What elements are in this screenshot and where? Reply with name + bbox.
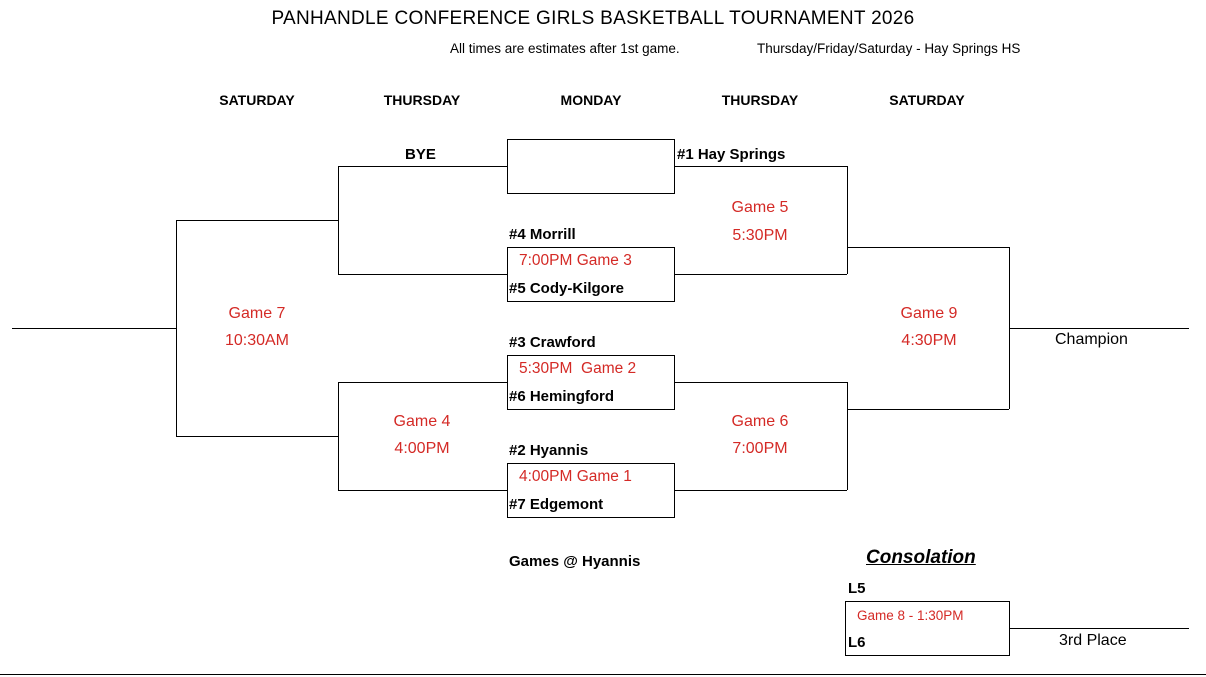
third-place-label: 3rd Place — [1059, 632, 1127, 649]
game4-bracket — [338, 382, 339, 490]
team-seed1: #1 Hay Springs — [677, 146, 786, 163]
game9-time: 4:30PM — [901, 332, 957, 349]
consolation-l5: L5 — [848, 580, 866, 597]
game6-bracket — [847, 382, 848, 490]
team-seed3: #3 Crawford — [509, 334, 596, 351]
connector-line — [338, 274, 507, 275]
game7-label: Game 7 — [228, 305, 286, 322]
connector-line — [675, 166, 847, 167]
day-header-saturday-left: SATURDAY — [219, 92, 295, 108]
team-seed5: #5 Cody-Kilgore — [509, 280, 625, 297]
connector-line — [176, 436, 338, 437]
game8-label: Game 8 - 1:30PM — [857, 608, 964, 623]
game5-label: Game 5 — [731, 199, 789, 216]
game5-time: 5:30PM — [732, 227, 788, 244]
game7-bracket — [176, 220, 177, 436]
connector-line — [176, 220, 338, 221]
connector-line — [675, 382, 847, 383]
day-header-monday: MONDAY — [560, 92, 622, 108]
connector-line — [675, 274, 847, 275]
connector-line — [338, 166, 507, 167]
day-header-thursday-left: THURSDAY — [383, 92, 461, 108]
day-header-thursday-right: THURSDAY — [721, 92, 799, 108]
game7-time: 10:30AM — [224, 332, 290, 349]
bottom-divider — [0, 674, 1206, 675]
game3-box — [507, 247, 675, 302]
game2-box — [507, 355, 675, 410]
subtitle: All times are estimates after 1st game. — [450, 41, 680, 56]
champion-line — [1009, 328, 1189, 329]
game1-box — [507, 463, 675, 518]
bye-label: BYE — [405, 146, 436, 163]
game4-time: 4:00PM — [394, 440, 450, 457]
connector-line — [338, 382, 507, 383]
game5-bracket — [847, 166, 848, 274]
page-title: PANHANDLE CONFERENCE GIRLS BASKETBALL TO… — [271, 8, 915, 29]
game9-label: Game 9 — [900, 305, 958, 322]
bye-slot-box — [507, 139, 675, 194]
game6-label: Game 6 — [731, 413, 789, 430]
connector-line — [847, 409, 1009, 410]
game8-box — [845, 601, 1010, 656]
game4-top-bracket — [338, 166, 339, 274]
team-seed6: #6 Hemingford — [509, 388, 615, 405]
consolation-title: Consolation — [866, 547, 976, 568]
team-seed7: #7 Edgemont — [509, 496, 604, 513]
hyannis-note: Games @ Hyannis — [509, 553, 641, 570]
team-seed4: #4 Morrill — [509, 226, 576, 243]
game4-label: Game 4 — [393, 413, 451, 430]
third-place-line — [1010, 628, 1189, 629]
champion-label: Champion — [1055, 331, 1128, 348]
venue-note: Thursday/Friday/Saturday - Hay Springs H… — [757, 41, 1021, 56]
game7-output-line — [12, 328, 176, 329]
team-seed2: #2 Hyannis — [509, 442, 589, 459]
game1-label: 4:00PM Game 1 — [519, 468, 632, 485]
connector-line — [675, 490, 847, 491]
connector-line — [847, 247, 1009, 248]
day-header-saturday-right: SATURDAY — [889, 92, 965, 108]
game3-label: 7:00PM Game 3 — [519, 252, 632, 269]
game2-label: 5:30PM Game 2 — [519, 360, 637, 377]
consolation-l6: L6 — [848, 634, 866, 651]
game6-time: 7:00PM — [732, 440, 788, 457]
connector-line — [338, 490, 507, 491]
